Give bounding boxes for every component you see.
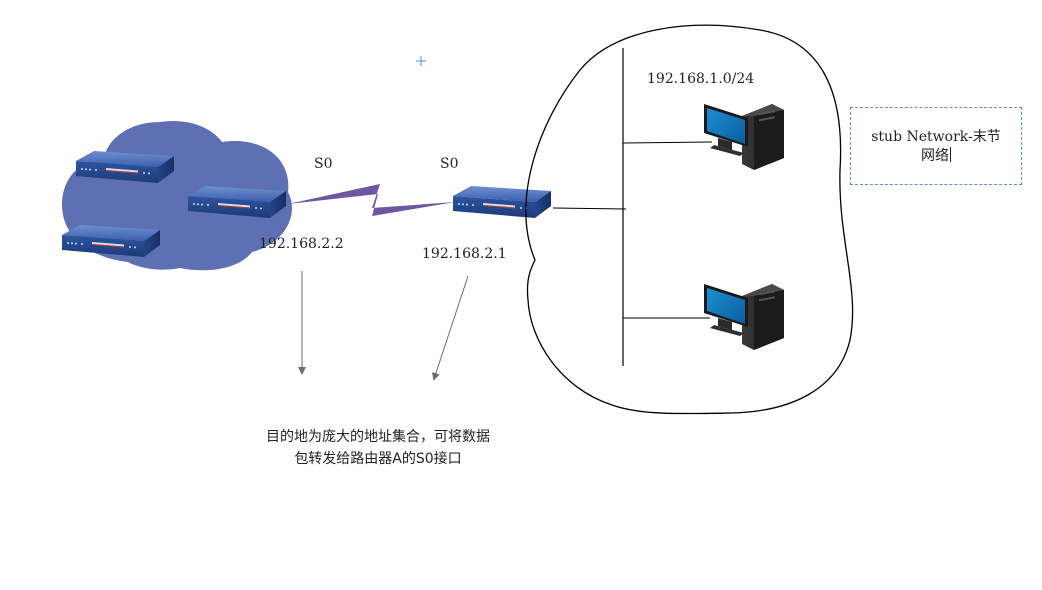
annotation-arrow xyxy=(432,275,469,381)
text-cursor xyxy=(950,147,951,162)
router-a-ip-label: 192.168.2.1 xyxy=(422,246,507,262)
routing-note-line1: 目的地为庞大的地址集合，可将数据 xyxy=(266,429,490,445)
routing-note-line2: 包转发给路由器A的S0接口 xyxy=(294,451,462,467)
router-b-ip-label: 192.168.2.2 xyxy=(259,236,344,252)
s0-interface-label-right: S0 xyxy=(440,156,459,172)
routing-note: 目的地为庞大的地址集合，可将数据 包转发给路由器A的S0接口 xyxy=(228,426,528,470)
stub-network-label-line2-wrap: 网络 xyxy=(851,147,1021,166)
computer-icon xyxy=(704,284,784,350)
s0-interface-label-left: S0 xyxy=(314,156,333,172)
subnet-label: 192.168.1.0/24 xyxy=(647,71,755,87)
lightning-link-icon xyxy=(288,184,455,216)
stub-network-boundary xyxy=(525,24,854,415)
stub-network-label-line2: 网络 xyxy=(921,148,949,164)
stub-network-label-line1: stub Network-末节 xyxy=(871,129,1001,145)
crosshair-icon xyxy=(416,56,426,66)
router-icon xyxy=(62,225,160,257)
lan-links xyxy=(552,48,713,366)
router-icon xyxy=(453,186,551,218)
computer-icon xyxy=(704,104,784,170)
stub-network-textbox[interactable]: stub Network-末节 网络 xyxy=(850,107,1022,185)
